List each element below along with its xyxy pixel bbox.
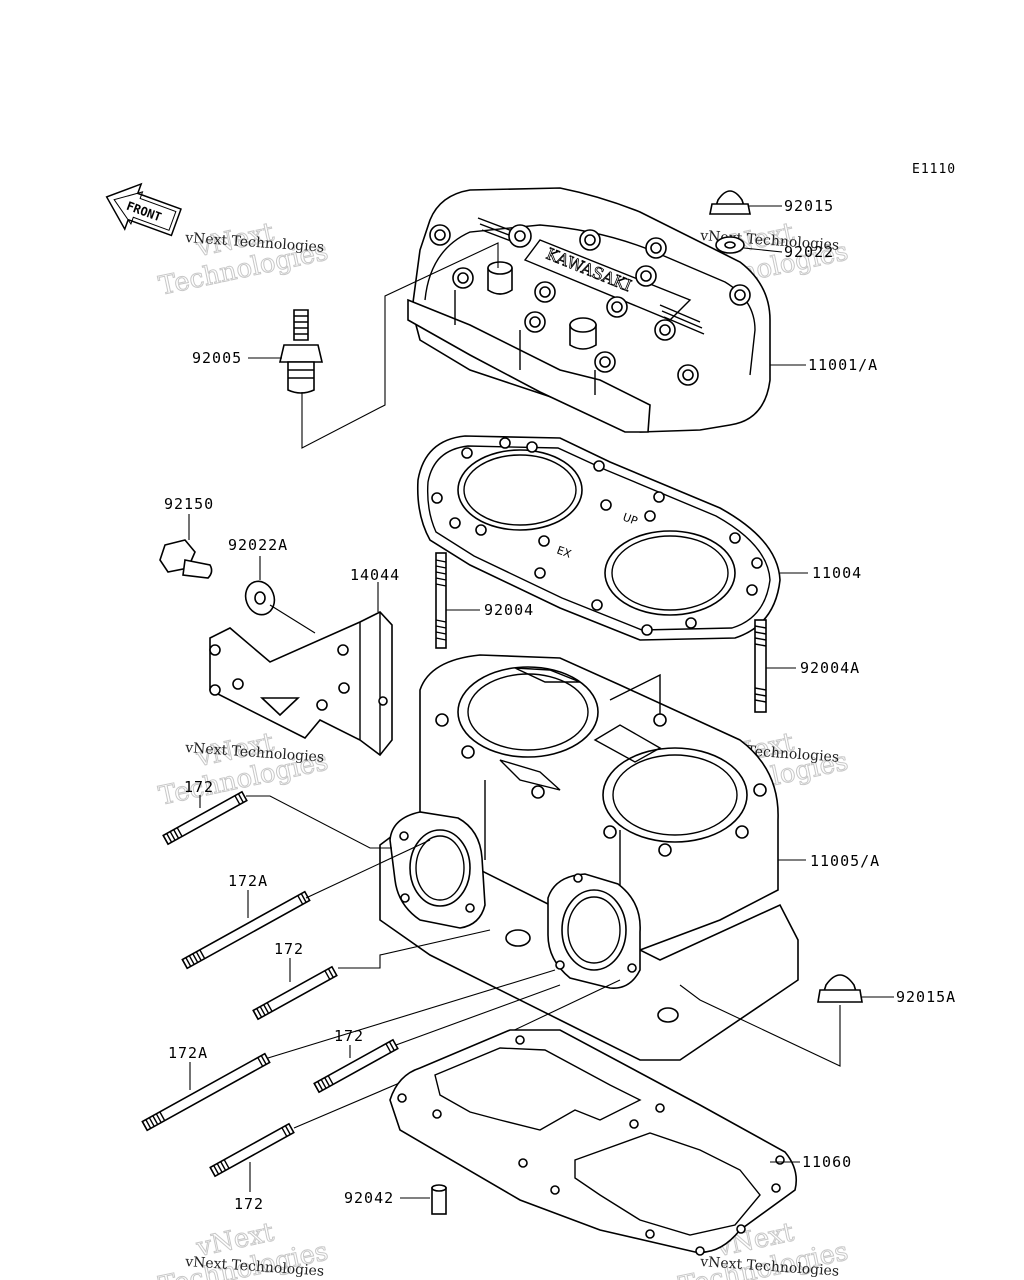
stud-172-2-icon bbox=[252, 965, 338, 1021]
label-11004: 11004 bbox=[812, 564, 862, 582]
acorn-nut-a-icon bbox=[817, 974, 863, 1003]
stud-172-1-icon bbox=[162, 790, 248, 846]
stud-172-4-icon bbox=[209, 1122, 295, 1178]
label-11005a: 11005/A bbox=[810, 852, 880, 870]
label-92022a: 92022A bbox=[228, 536, 288, 554]
label-11001a: 11001/A bbox=[808, 356, 878, 374]
head-gasket: UP EX bbox=[416, 435, 781, 641]
front-arrow-icon: FRONT bbox=[105, 182, 182, 237]
label-172-2: 172 bbox=[274, 940, 304, 958]
label-172a-1: 172A bbox=[228, 872, 268, 890]
acorn-nut-icon bbox=[709, 190, 751, 215]
stud-icon bbox=[435, 552, 447, 649]
stud-172a-2-icon bbox=[141, 1052, 271, 1132]
label-92015: 92015 bbox=[784, 197, 834, 215]
washer-icon bbox=[715, 236, 745, 254]
dowel-pin-icon bbox=[431, 1184, 447, 1215]
part-labels: 92015 92022 92005 11001/A 92150 92022A 1… bbox=[164, 197, 956, 1213]
fitting-icon bbox=[278, 309, 324, 394]
label-92022: 92022 bbox=[784, 243, 834, 261]
washer-a-icon bbox=[244, 580, 276, 616]
label-92042: 92042 bbox=[344, 1189, 394, 1207]
stud-172-3-icon bbox=[313, 1038, 399, 1094]
label-172-3: 172 bbox=[334, 1027, 364, 1045]
label-172-4: 172 bbox=[234, 1195, 264, 1213]
label-11060: 11060 bbox=[802, 1153, 852, 1171]
diagram-code: E1110 bbox=[912, 162, 956, 177]
label-92004: 92004 bbox=[484, 601, 534, 619]
label-172a-2: 172A bbox=[168, 1044, 208, 1062]
stud-172a-1-icon bbox=[181, 890, 311, 970]
svg-text:EX: EX bbox=[555, 544, 573, 561]
label-92005: 92005 bbox=[192, 349, 242, 367]
cylinder-head: KAWASAKI bbox=[407, 187, 771, 433]
bracket bbox=[209, 611, 393, 757]
callout-leaders bbox=[188, 205, 894, 1199]
cylinder-block bbox=[379, 654, 799, 1061]
base-gasket bbox=[389, 1029, 798, 1256]
stud-a-icon bbox=[754, 619, 767, 713]
label-14044: 14044 bbox=[350, 566, 400, 584]
svg-text:UP: UP bbox=[621, 511, 640, 528]
label-92015a: 92015A bbox=[896, 988, 956, 1006]
label-172-1: 172 bbox=[184, 778, 214, 796]
label-92150: 92150 bbox=[164, 495, 214, 513]
stud-bolts bbox=[141, 790, 399, 1178]
label-92004a: 92004A bbox=[800, 659, 860, 677]
bolt-icon bbox=[159, 539, 213, 579]
